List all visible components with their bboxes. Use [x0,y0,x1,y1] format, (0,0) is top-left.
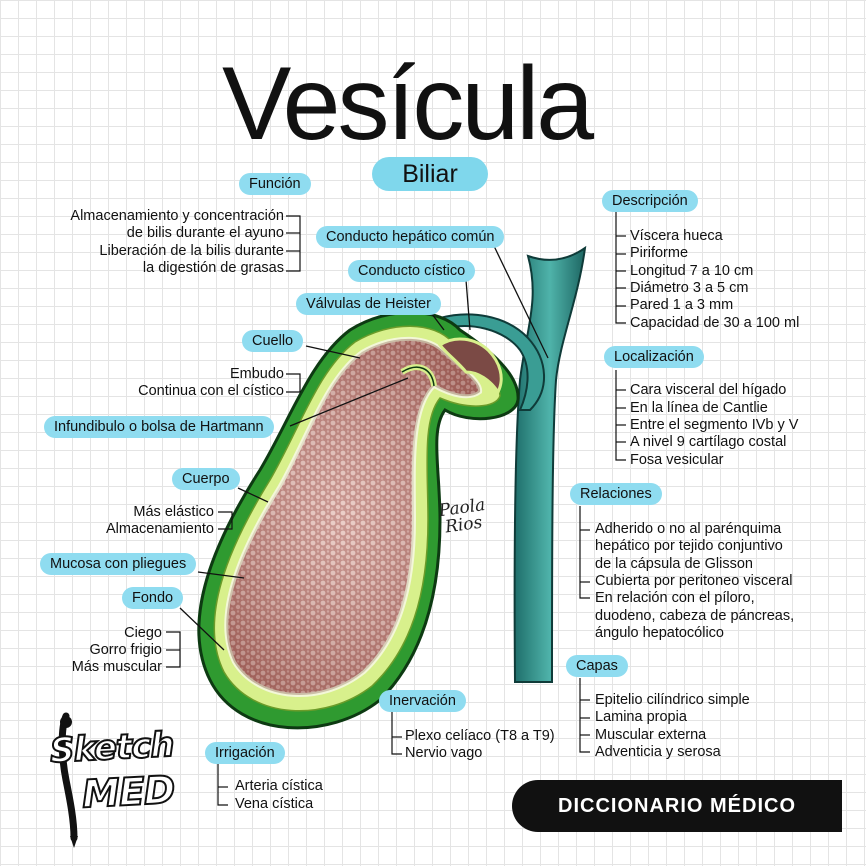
label-relaciones: Relaciones [570,483,662,505]
localizacion-item: A nivel 9 cartílago costal [630,434,787,450]
label-infundibulo: Infundibulo o bolsa de Hartmann [44,416,274,438]
capas-item: Adventicia y serosa [595,744,721,760]
funcion-item: de bilis durante el ayuno [126,225,284,241]
relaciones-item: de la cápsula de Glisson [595,556,753,572]
descripcion-item: Pared 1 a 3 mm [630,297,734,313]
cuello-item: Continua con el cístico [138,383,284,399]
capas-item: Lamina propia [595,709,687,725]
label-fondo: Fondo [122,587,184,609]
localizacion-item: Fosa vesicular [630,452,724,468]
label-valvulas-heister: Válvulas de Heister [296,293,441,315]
relaciones-item: duodeno, cabeza de páncreas, [595,608,795,624]
page-title: Vesícula [222,46,594,162]
label-localizacion: Localización [604,346,704,368]
relaciones-item: En relación con el píloro, [595,590,755,606]
relaciones-item: hepático por tejido conjuntivo [595,538,783,554]
relaciones-item: Adherido o no al parénquima [595,521,782,537]
localizacion-item: Cara visceral del hígado [630,382,787,398]
label-inervacion: Inervación [379,690,466,712]
relaciones-item: Cubierta por peritoneo visceral [595,573,793,589]
label-descripcion: Descripción [602,190,698,212]
localizacion-item: Entre el segmento IVb y V [630,417,799,433]
bracket-lines [166,212,626,806]
common-hepatic-duct [513,245,587,683]
descripcion-item: Diámetro 3 a 5 cm [630,280,749,296]
logo-line-1: Sketch [48,724,175,772]
descripcion-item: Capacidad de 30 a 100 ml [630,315,800,331]
label-conducto-cistico: Conducto cístico [348,260,476,282]
fondo-item: Gorro frigio [89,642,162,658]
fondo-item: Más muscular [71,659,162,675]
irrigacion-item: Vena cística [235,796,314,812]
cuello-item: Embudo [229,366,284,382]
label-capas: Capas [566,655,628,677]
sketchmed-logo [58,712,78,848]
fondo-item: Ciego [124,625,162,641]
funcion-item: la digestión de grasas [142,260,284,276]
dictionary-banner: DICCIONARIO MÉDICO [512,780,842,832]
logo-line-2: MED [80,767,177,818]
funcion-item: Liberación de la bilis durante [99,243,284,259]
page-subtitle: Biliar [372,157,488,191]
artist-signature: Paola Rios [438,495,489,538]
label-mucosa: Mucosa con pliegues [40,553,197,575]
label-irrigacion: Irrigación [205,742,285,764]
label-cuerpo: Cuerpo [172,468,240,490]
cystic-duct [439,313,545,411]
label-funcion: Función [239,173,311,195]
descripcion-item: Víscera hueca [630,228,723,244]
funcion-item: Almacenamiento y concentración [70,208,284,224]
descripcion-item: Longitud 7 a 10 cm [630,263,754,279]
relaciones-item: ángulo hepatocólico [595,625,724,641]
irrigacion-item: Arteria cística [235,778,323,794]
descripcion-item: Piriforme [630,245,689,261]
capas-item: Muscular externa [595,727,707,743]
inervacion-item: Plexo celíaco (T8 a T9) [405,728,555,744]
cuerpo-item: Almacenamiento [106,521,214,537]
logo: Sketch MED [44,724,204,826]
cuerpo-item: Más elástico [133,504,214,520]
localizacion-item: En la línea de Cantlie [630,400,768,416]
label-conducto-hepatico: Conducto hepático común [316,226,505,248]
capas-item: Epitelio cilíndrico simple [595,692,750,708]
label-cuello: Cuello [242,330,304,352]
inervacion-item: Nervio vago [405,745,483,761]
